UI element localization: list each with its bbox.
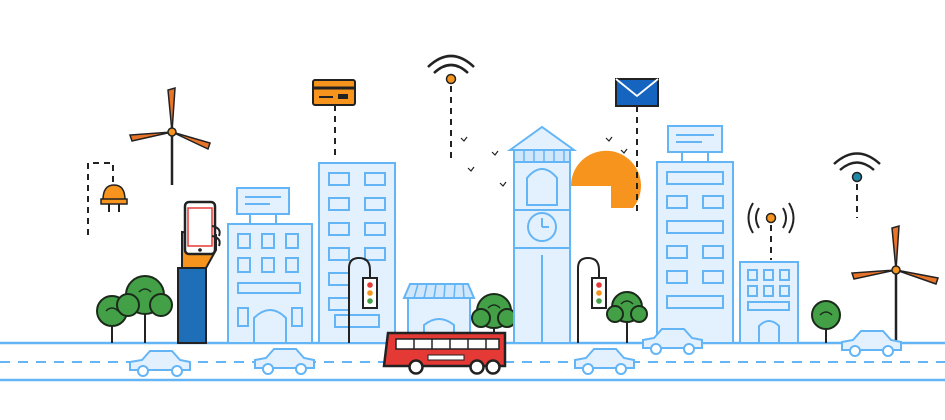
smartphone-icon: [177, 200, 221, 344]
tree-icon: [471, 293, 517, 343]
car-icon: [841, 330, 902, 357]
building: [656, 125, 734, 344]
car-icon: [574, 348, 635, 375]
building: [227, 187, 313, 344]
bus-icon: [382, 331, 507, 375]
tree-icon: [116, 275, 173, 343]
credit-card-icon: [312, 79, 356, 160]
car-icon: [254, 348, 315, 375]
wind-turbine-icon: [128, 86, 211, 185]
sun-icon: [570, 150, 641, 208]
clock-tower-icon: [506, 125, 578, 344]
power-plug-icon: [87, 162, 128, 235]
car-icon: [642, 328, 703, 355]
tree-icon: [606, 291, 648, 343]
wifi-signal-icon: [833, 152, 881, 218]
tree-icon: [811, 300, 841, 343]
traffic-light-icon: [577, 256, 607, 343]
envelope-icon: [615, 78, 659, 215]
traffic-light-icon: [348, 256, 378, 343]
wind-turbine-icon: [850, 224, 939, 343]
cell-tower-icon: [747, 202, 795, 260]
car-icon: [129, 350, 191, 377]
building: [318, 162, 396, 344]
wifi-signal-icon: [427, 54, 475, 160]
building: [739, 261, 799, 344]
